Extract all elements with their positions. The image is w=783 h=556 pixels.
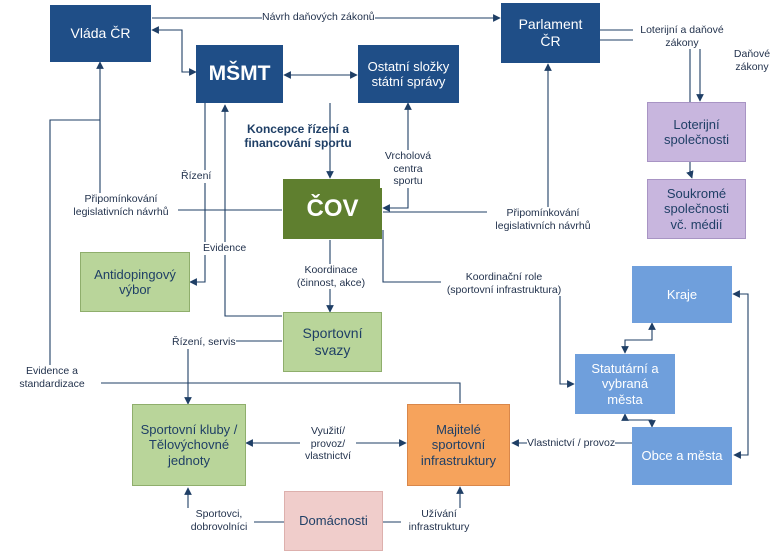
node-msmt: MŠMT <box>196 45 283 103</box>
edge-kraje-statutarni <box>621 322 656 354</box>
label-koncepce: Koncepce řízení a financování sportu <box>244 122 352 151</box>
label-pripominkovani-left: Připomínkování legislativních návrhů <box>64 193 178 219</box>
label-navrh-danovych-zakonu: Návrh daňových zákonů <box>262 11 375 24</box>
node-majitele-infrastruktury: Majitelé sportovní infrastruktury <box>407 404 510 486</box>
node-domacnosti: Domácnosti <box>284 491 383 551</box>
label-danove-zakony: Daňové zákony <box>730 48 774 74</box>
label-uzivani-infrastruktury: Užívání infrastruktury <box>401 508 477 534</box>
label-pripominkovani-right: Připomínkování legislativních návrhů <box>487 207 599 233</box>
node-vlada: Vláda ČR <box>50 5 151 62</box>
node-obce-mesta: Obce a města <box>632 427 732 485</box>
node-ostatni: Ostatní složky státní správy <box>358 45 459 103</box>
node-cov: ČOV <box>283 179 382 239</box>
edge-svazy-kluby <box>184 340 282 405</box>
label-vlastnictvi-provoz: Vlastnictví / provoz <box>527 437 616 450</box>
label-rizeni: Řízení <box>181 170 212 183</box>
edge-cov-statutarni <box>382 230 575 388</box>
node-kraje: Kraje <box>632 266 732 323</box>
label-evidence: Evidence <box>203 242 247 255</box>
label-sportovci-dobrovolnici: Sportovci, dobrovolníci <box>184 508 254 534</box>
label-koordinace: Koordinace (činnost, akce) <box>293 264 369 290</box>
edge-kraje-obce <box>732 290 749 459</box>
label-rizeni-servis: Řízení, servis <box>172 336 236 349</box>
node-parlament: Parlament ČR <box>501 3 600 63</box>
edge-statutarni-obce <box>621 413 656 428</box>
edge-ostatni-cov <box>382 102 412 212</box>
edge-msmt-antidoping <box>189 103 206 286</box>
node-antidoping: Antidopingový výbor <box>80 252 190 312</box>
label-vyuziti-provoz: Využití/ provoz/ vlastnictví <box>300 425 356 463</box>
label-vrcholova-centra: Vrcholová centra sportu <box>380 150 436 188</box>
node-loterijni-spolecnosti: Loterijní společnosti <box>647 102 746 162</box>
node-soukrome-spolecnosti: Soukromé společnosti vč. médií <box>647 179 746 239</box>
node-sportovni-svazy: Sportovní svazy <box>283 312 382 372</box>
node-statutarni-mesta: Statutární a vybraná města <box>575 354 675 414</box>
edge-vlada-msmt <box>151 26 197 76</box>
label-koordinacni-role: Koordinační role (sportovní infrastruktu… <box>441 271 567 297</box>
label-loterijni-danove-zakony: Loterijní a daňové zákony <box>633 24 731 50</box>
edge-svazy-msmt <box>221 104 282 317</box>
label-evidence-standardizace: Evidence a standardizace <box>3 365 101 391</box>
node-sportovni-kluby: Sportovní kluby / Tělovýchovné jednoty <box>132 404 246 486</box>
